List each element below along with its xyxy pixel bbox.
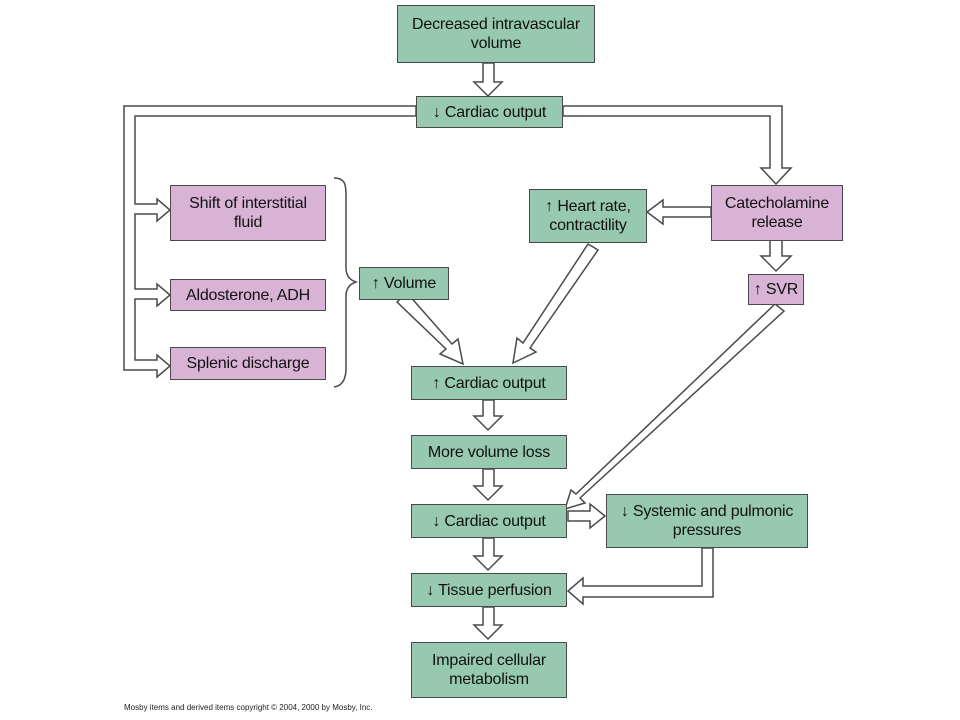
systemic-pulmonic-pressures-box: ↓ Systemic and pulmonic pressures [606, 494, 808, 548]
arrow-cardiac-output-to-tissue-perfusion [472, 537, 504, 572]
compensation-brace [333, 177, 359, 388]
arrow-heart-rate-to-cardiac-output [512, 242, 600, 365]
arrow-volume-up-to-cardiac-output [395, 291, 465, 366]
shift-interstitial-fluid-box: Shift of interstitial fluid [170, 185, 326, 241]
cardiac-output-decrease-box: ↓ Cardiac output [416, 96, 563, 128]
cardiac-output-decrease-box-2: ↓ Cardiac output [411, 504, 567, 538]
impaired-cellular-metabolism-box: Impaired cellular metabolism [411, 642, 567, 698]
arrow-cardiac-output-to-compensations [123, 105, 417, 379]
arrow-cardiac-output-to-pressures [567, 502, 607, 530]
arrow-svr-to-cardiac-output [563, 303, 786, 511]
splenic-discharge-box: Splenic discharge [170, 347, 326, 380]
arrow-catecholamine-to-svr [759, 239, 793, 273]
catecholamine-release-box: Catecholamine release [711, 185, 843, 241]
tissue-perfusion-decrease-box: ↓ Tissue perfusion [411, 573, 567, 607]
arrow-cardiac-output-up-to-more-loss [472, 399, 504, 432]
svr-increase-box: ↑ SVR [748, 274, 804, 305]
heart-rate-contractility-box: ↑ Heart rate, contractility [529, 189, 647, 243]
arrow-catecholamine-to-heart-rate [645, 198, 712, 226]
copyright-notice: Mosby items and derived items copyright … [124, 703, 373, 712]
decreased-intravascular-volume-box: Decreased intravascular volume [397, 5, 595, 63]
more-volume-loss-box: More volume loss [411, 435, 567, 469]
arrow-more-loss-to-cardiac-output [472, 468, 504, 502]
arrow-volume-to-cardiac-output [472, 62, 504, 98]
arrow-tissue-perfusion-to-impaired [472, 606, 504, 641]
arrow-pressures-to-tissue-perfusion [566, 547, 714, 606]
cardiac-output-increase-box: ↑ Cardiac output [411, 366, 567, 400]
aldosterone-adh-box: Aldosterone, ADH [170, 279, 326, 311]
volume-increase-box: ↑ Volume [359, 267, 449, 300]
arrow-cardiac-output-to-catecholamine [562, 105, 793, 186]
